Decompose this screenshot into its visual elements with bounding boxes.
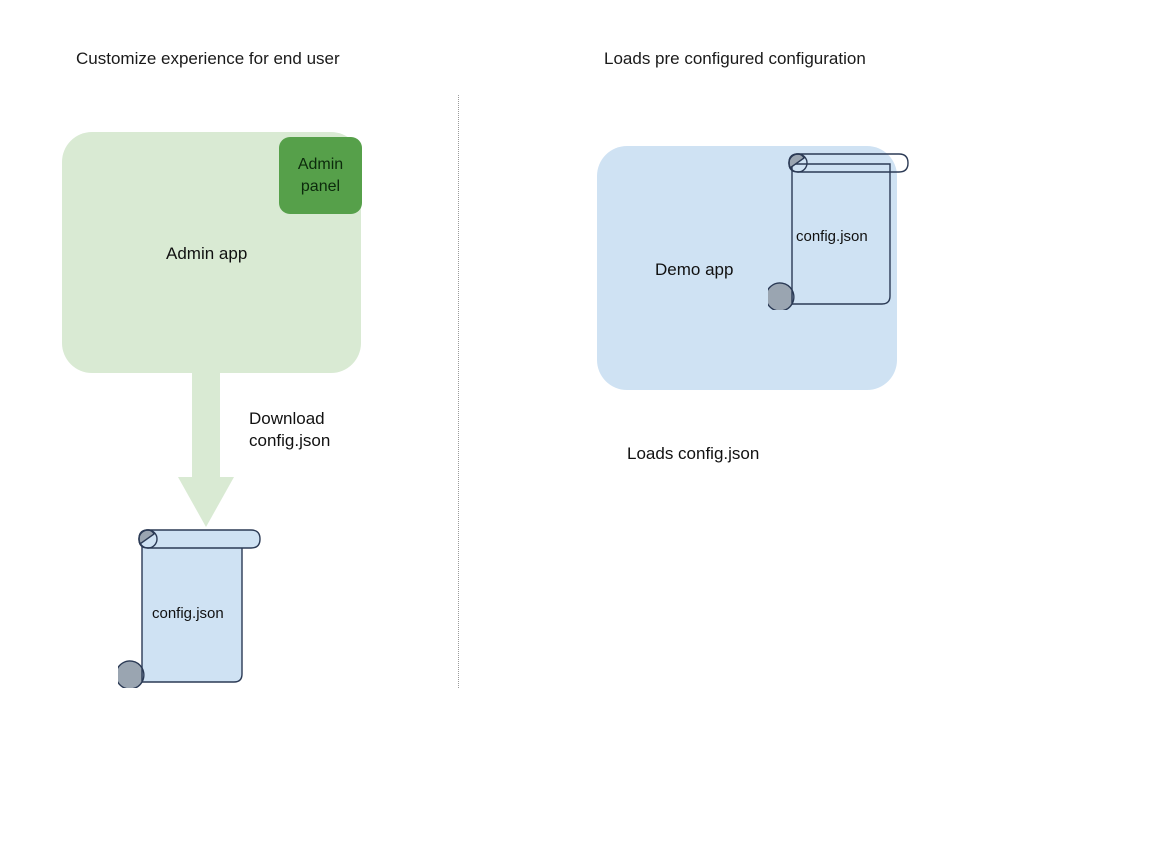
demo-app-label: Demo app [655, 260, 734, 279]
demo-app-container [597, 146, 897, 390]
column-title-left: Customize experience for end user [76, 49, 340, 68]
column-title-right: Loads pre configured configuration [604, 49, 866, 68]
admin-panel-node[interactable]: Admin panel [279, 137, 362, 214]
column-divider [458, 95, 459, 688]
config-json-label-left: config.json [152, 605, 224, 622]
download-label-line2: config.json [249, 431, 331, 450]
config-json-label-right: config.json [796, 228, 868, 245]
config-json-document-left[interactable] [118, 528, 266, 688]
admin-panel-label-line1: Admin [297, 155, 344, 173]
loads-config-caption: Loads config.json [627, 444, 760, 463]
admin-panel-label: Admin panel [298, 154, 343, 198]
admin-app-label: Admin app [166, 244, 248, 263]
download-label-line1: Download [249, 409, 325, 428]
download-arrow-label: Download config.json [249, 408, 330, 452]
admin-panel-label-line2: panel [300, 177, 341, 195]
download-arrow-icon [178, 373, 234, 527]
config-json-document-right[interactable] [768, 152, 914, 310]
